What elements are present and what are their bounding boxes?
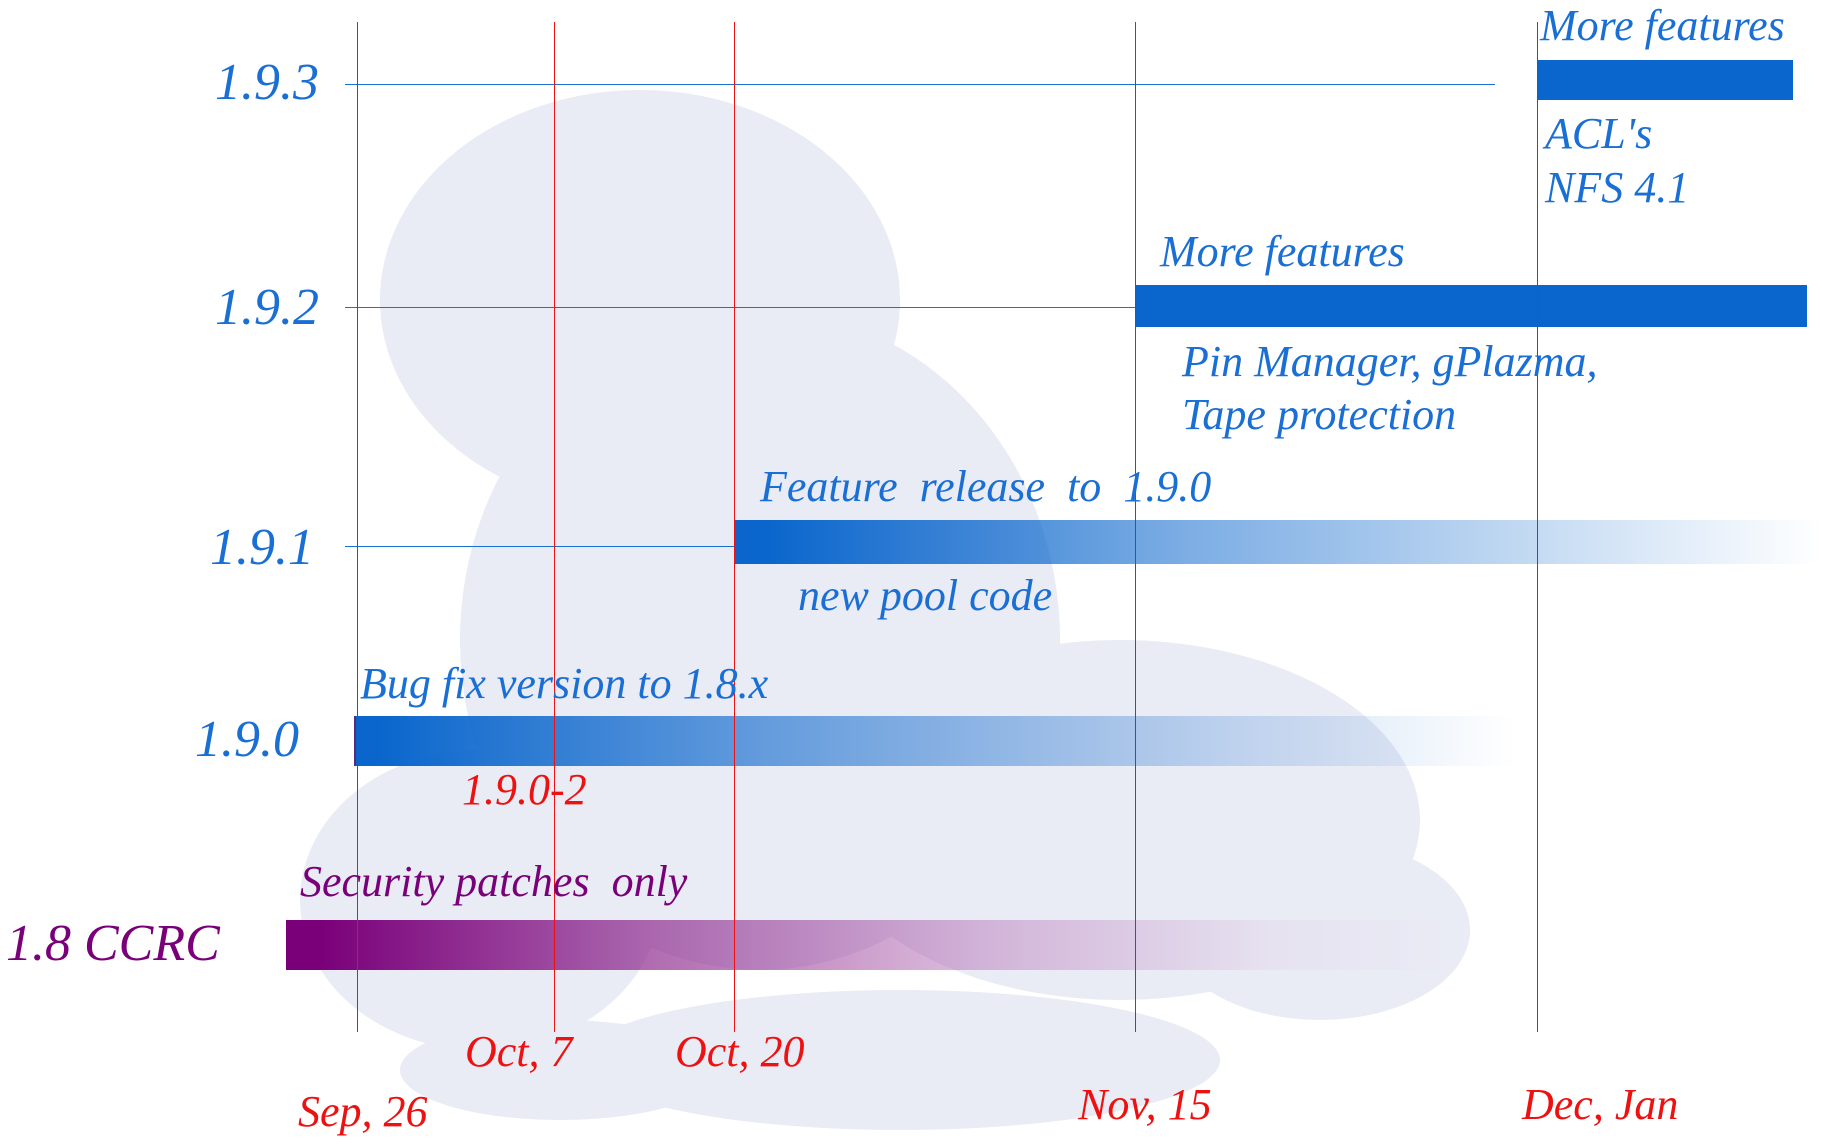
annotation-below: new pool code [798,571,1053,620]
version-label: 1.9.1 [210,519,314,576]
version-label: 1.9.3 [215,54,319,111]
annotation-below: Pin Manager, gPlazma, [1182,337,1598,386]
annotation-above: Feature release to 1.9.0 [760,462,1212,511]
bar-1-9-1 [734,520,1822,564]
bar-1-8-ccrc [286,920,1446,970]
date-label: Nov, 15 [1078,1080,1212,1129]
bar-1-9-0 [354,716,1516,766]
date-label: Oct, 20 [675,1027,805,1076]
version-label: 1.8 CCRC [6,915,220,972]
annotation-below-red: 1.9.0-2 [462,765,587,814]
timeline-line-1-9-3 [345,84,1495,85]
version-label: 1.9.0 [195,711,299,768]
bar-1-9-2 [1135,285,1807,327]
date-marker-nov-15 [1135,22,1136,1032]
date-marker-oct-7 [554,22,555,1032]
annotation-above: Bug fix version to 1.8.x [360,659,769,708]
date-label: Oct, 7 [465,1027,573,1076]
version-label: 1.9.2 [215,279,319,336]
annotation-below: NFS 4.1 [1545,163,1690,212]
date-label: Dec, Jan [1522,1080,1679,1129]
annotation-above: More features [1540,1,1785,50]
annotation-above: More features [1160,227,1405,276]
date-marker-oct-20 [734,22,735,1032]
date-marker-dec-jan [1537,22,1538,1032]
annotation-below: Tape protection [1182,390,1457,439]
annotation-above: Security patches only [300,857,688,906]
bar-1-9-3 [1538,60,1793,100]
date-marker-sep-26 [357,22,358,1032]
timeline-line-1-9-2 [345,307,1135,308]
annotation-below: ACL's [1545,109,1653,158]
timeline-line-1-9-1 [345,546,735,547]
date-label: Sep, 26 [298,1087,428,1136]
